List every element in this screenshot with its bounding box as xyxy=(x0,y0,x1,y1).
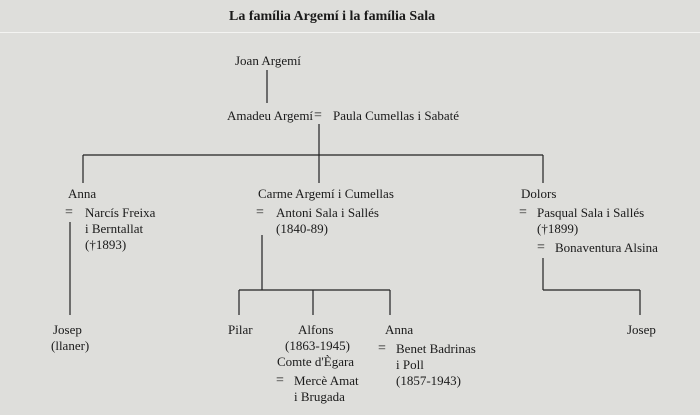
person-paula-cumellas: Paula Cumellas i Sabaté xyxy=(333,108,460,123)
page-title: La família Argemí i la família Sala xyxy=(229,9,436,24)
spouse-line: (†1893) xyxy=(85,237,127,252)
marriage-sign: = xyxy=(314,108,322,123)
spouse-line: i Poll xyxy=(396,357,424,372)
person-josep-llaner: Josep xyxy=(53,322,82,337)
spouse-line: (1857-1943) xyxy=(396,373,461,388)
marriage-sign: = xyxy=(519,205,527,220)
person-dolors: Dolors xyxy=(521,186,557,201)
person-alfons-dates: (1863-1945) xyxy=(285,338,350,353)
spouse-line: (1840-89) xyxy=(276,221,328,236)
marriage-sign: = xyxy=(378,341,386,356)
spouse-line: Pasqual Sala i Sallés xyxy=(537,205,645,220)
person-josep-note: (llaner) xyxy=(51,338,90,353)
person-anna-grandchild: Anna xyxy=(385,322,414,337)
spouse-line: Mercè Amat xyxy=(294,373,359,388)
spouse-line: i Berntallat xyxy=(85,221,144,236)
person-josep-dolors: Josep xyxy=(627,322,656,337)
person-alfons-title: Comte d'Ègara xyxy=(277,354,355,369)
person-anna: Anna xyxy=(68,186,97,201)
spouse-line: (†1899) xyxy=(537,221,579,236)
marriage-sign: = xyxy=(256,205,264,220)
person-bonaventura-alsina: Bonaventura Alsina xyxy=(555,240,658,255)
marriage-sign: = xyxy=(276,373,284,388)
person-joan-argemi: Joan Argemí xyxy=(235,53,301,68)
title-divider xyxy=(0,32,700,33)
person-carme-argemi: Carme Argemí i Cumellas xyxy=(258,186,394,201)
person-amadeu-argemi: Amadeu Argemí xyxy=(227,108,314,123)
marriage-sign: = xyxy=(537,240,545,255)
spouse-line: Narcís Freixa xyxy=(85,205,156,220)
person-alfons: Alfons xyxy=(298,322,334,337)
person-pilar: Pilar xyxy=(228,322,253,337)
marriage-sign: = xyxy=(65,205,73,220)
spouse-line: Antoni Sala i Sallés xyxy=(276,205,379,220)
spouse-line: Benet Badrinas xyxy=(396,341,476,356)
spouse-line: i Brugada xyxy=(294,389,345,404)
